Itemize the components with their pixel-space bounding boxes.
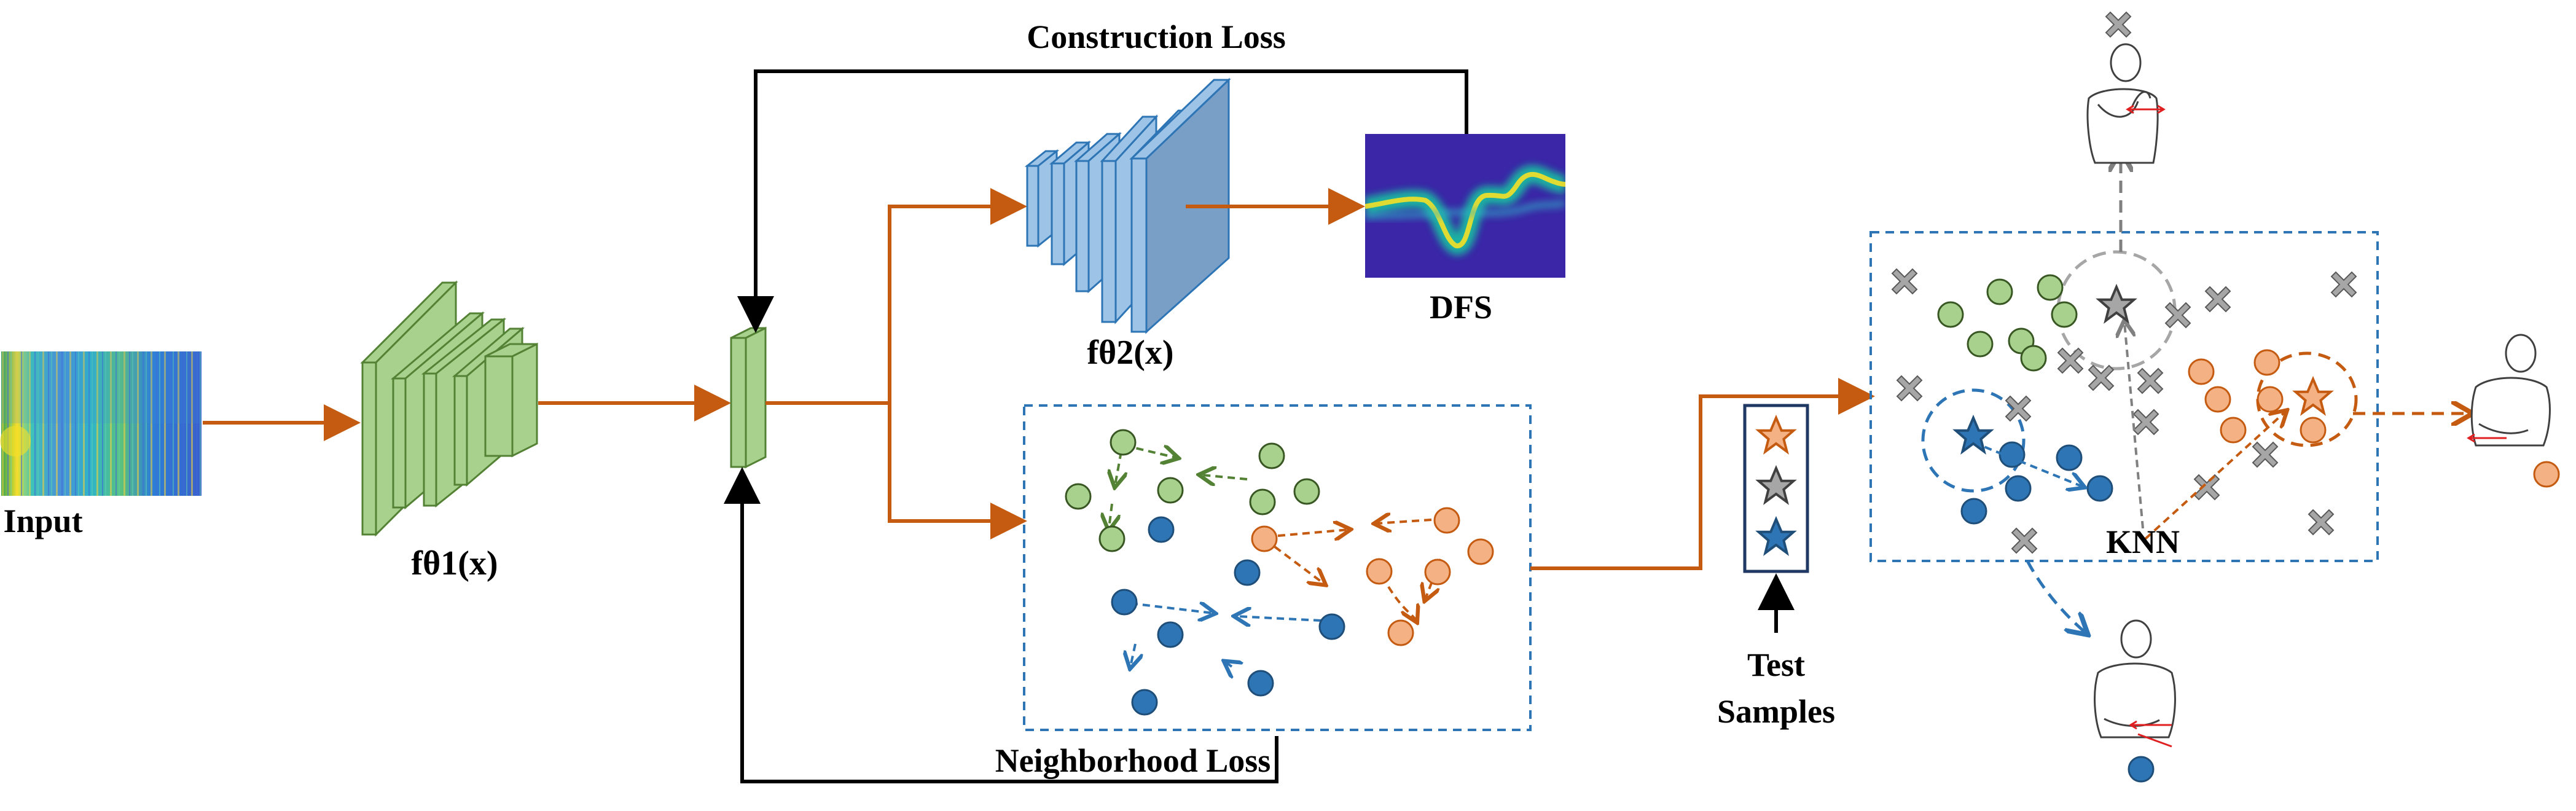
arrow-knn-to-blue-gesture (2026, 560, 2086, 633)
embedding-blue-points (1111, 516, 1345, 716)
arrow-latent-to-embedding (888, 403, 1027, 539)
neighborhood-loss-feedback-line (724, 467, 1278, 783)
embedding-orange-points (1251, 507, 1494, 646)
knn-blue-points (1960, 441, 2113, 525)
f-theta1-label: fθ1(x) (411, 544, 498, 582)
person-gesture-grey-icon (2086, 11, 2166, 164)
knn-space-box (1869, 231, 2379, 562)
construction-loss-label: Construction Loss (1027, 18, 1286, 55)
knn-green-points (1937, 274, 2078, 372)
test-samples-label-line1: Test (1747, 646, 1805, 683)
dfs-label: DFS (1430, 289, 1492, 326)
knn-star-orange-icon (2294, 378, 2332, 414)
person-gesture-orange-icon (2467, 334, 2560, 488)
knn-dashed-arrows (1973, 323, 2285, 540)
neighborhood-loss-label: Neighborhood Loss (995, 742, 1271, 779)
knn-star-grey-icon (2097, 286, 2136, 322)
embedding-green-points (1065, 429, 1320, 552)
input-label: Input (3, 503, 82, 539)
arrow-latent-to-decoder (765, 188, 1027, 405)
f-theta2-label: fθ2(x) (1087, 334, 1173, 372)
knn-blue-neighborhood (1921, 388, 2026, 493)
dfs-image (1365, 134, 1565, 278)
arrow-embedding-to-knn (1530, 378, 1875, 570)
knn-label: KNN (2106, 523, 2180, 560)
latent-representation-block (730, 326, 767, 469)
person-gesture-blue-icon (2094, 619, 2176, 783)
construction-loss-feedback-line (737, 69, 1468, 333)
input-heatmap-image (0, 351, 202, 496)
knn-orange-points (2188, 349, 2327, 444)
encoder-f-theta1-block (360, 280, 538, 537)
test-samples-label-line2: Samples (1717, 693, 1835, 730)
